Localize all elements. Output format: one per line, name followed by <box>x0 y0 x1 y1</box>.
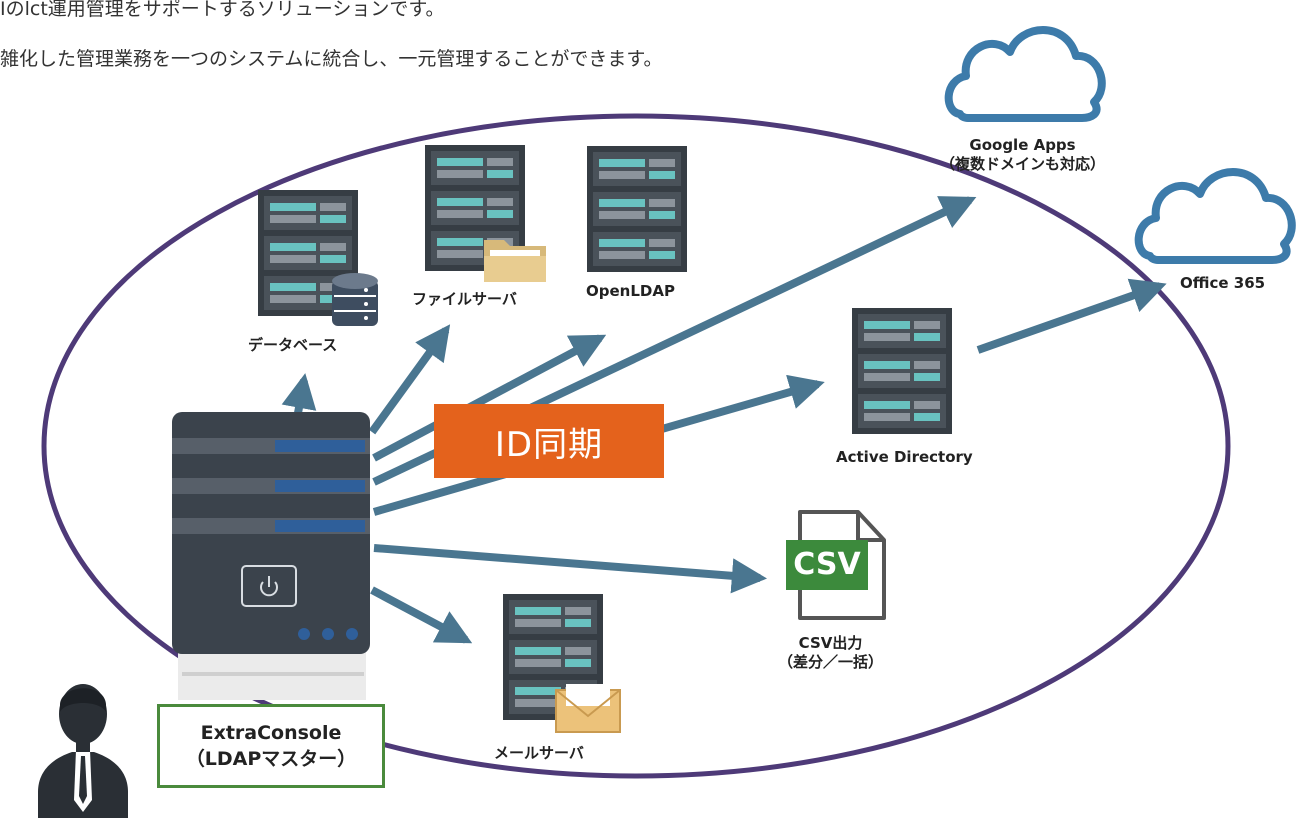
google-apps-note: （複数ドメインも対応） <box>940 155 1106 173</box>
folder-icon <box>484 240 546 282</box>
google-apps-label: Google Apps （複数ドメインも対応） <box>940 136 1105 174</box>
extraconsole-name: ExtraConsole <box>200 722 342 744</box>
google-apps-name: Google Apps <box>969 136 1076 154</box>
arrow-to-database <box>281 373 317 414</box>
csv-output-name: CSV出力 <box>798 634 863 652</box>
office365-label: Office 365 <box>1180 274 1266 292</box>
arrow-to-mail-server <box>370 586 473 644</box>
extraconsole-master-box: ExtraConsole （LDAPマスター） <box>157 704 385 788</box>
csv-output-note: （差分／一括） <box>778 653 884 671</box>
csv-icon-text: CSV <box>793 547 861 582</box>
mail-server-label: メールサーバ <box>494 744 584 762</box>
database-icon <box>332 273 378 326</box>
openldap-label: OpenLDAP <box>586 282 675 300</box>
extraconsole-server-icon <box>172 412 370 700</box>
office365-cloud-icon <box>1139 172 1292 260</box>
active-directory-label: Active Directory <box>836 448 973 466</box>
admin-user-avatar-icon <box>38 684 128 818</box>
arrow-to-office365 <box>976 278 1167 354</box>
database-label: データベース <box>248 336 338 354</box>
csv-output-label: CSV出力 （差分／一括） <box>778 634 883 672</box>
active-directory-server-icon <box>852 308 952 434</box>
mail-envelope-icon <box>555 684 621 733</box>
google-apps-cloud-icon <box>949 30 1102 118</box>
intro-line-1: Iのlct運用管理をサポートするソリューションです。 <box>0 0 445 20</box>
extraconsole-role: （LDAPマスター） <box>185 748 357 770</box>
arrow-to-csv <box>373 544 768 594</box>
csv-file-icon <box>786 510 886 620</box>
arrow-to-file-server <box>368 324 451 435</box>
intro-line-2: 雑化した管理業務を一つのシステムに統合し、一元管理することができます。 <box>0 48 663 70</box>
id-sync-label: ID同期 <box>434 404 664 478</box>
arrow-to-openldap <box>372 334 607 462</box>
file-server-label: ファイルサーバ <box>412 290 517 308</box>
openldap-server-icon <box>587 146 687 272</box>
system-boundary-ellipse <box>41 113 1231 779</box>
